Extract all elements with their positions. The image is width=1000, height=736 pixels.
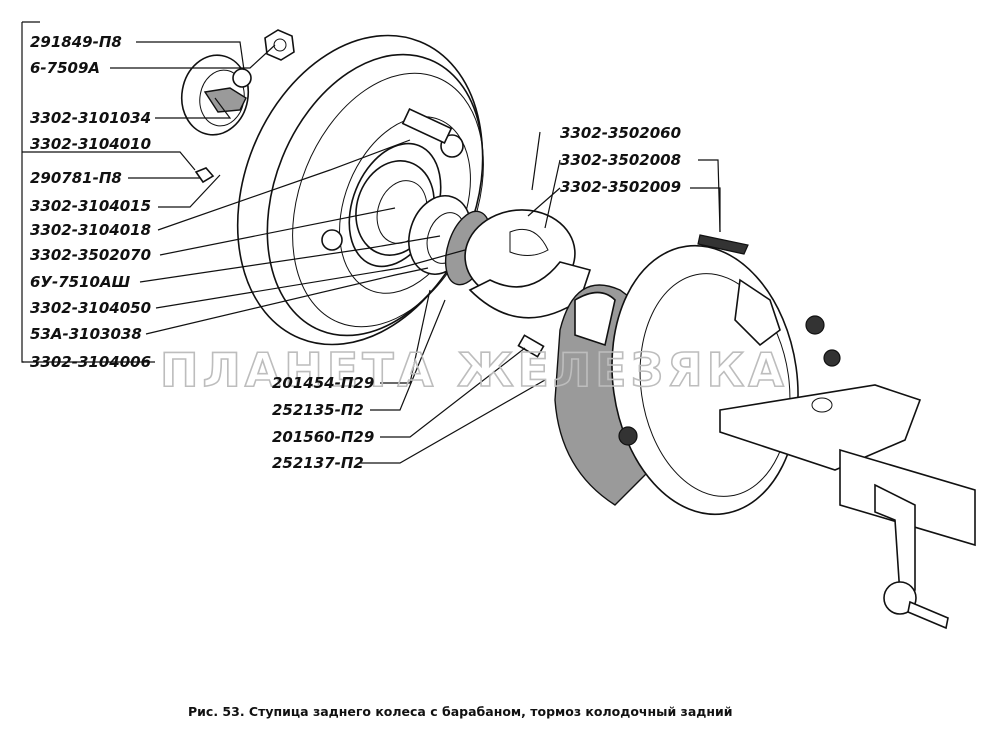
label-3302-3101034: 3302-3101034: [30, 109, 151, 127]
label-252135: 252135-П2: [272, 401, 364, 419]
brake-backing-plate: [554, 234, 841, 516]
label-290781: 290781-П8: [30, 169, 122, 187]
label-6-7509: 6-7509А: [30, 59, 100, 77]
label-6u-7510: 6У-7510АШ: [30, 273, 131, 291]
label-201560: 201560-П29: [272, 428, 374, 446]
label-3302-3502070: 3302-3502070: [30, 246, 151, 264]
label-3302-3104018: 3302-3104018: [30, 221, 151, 239]
label-252137: 252137-П2: [272, 454, 364, 472]
label-3302-3502009: 3302-3502009: [560, 178, 681, 196]
label-3302-3104010: 3302-3104010: [30, 135, 151, 153]
label-53a-3103038: 53А-3103038: [30, 325, 142, 343]
bottom-labels: 201454-П29 252135-П2 201560-П29 252137-П…: [272, 374, 374, 472]
label-291849: 291849-П8: [30, 33, 122, 51]
leader-lines: [21, 21, 721, 464]
watermark-text: ПЛАНЕТА ЖЕЛЕЗЯКА: [160, 343, 788, 397]
label-3302-3502008: 3302-3502008: [560, 151, 681, 169]
axle-housing: [719, 384, 976, 630]
brake-shoe-assembly: [464, 209, 592, 358]
label-3302-3104050: 3302-3104050: [30, 299, 151, 317]
label-201454: 201454-П29: [272, 374, 374, 392]
wheel-hub: [180, 29, 295, 184]
brake-drum: [236, 34, 484, 346]
label-3302-3104006: 3302-3104006: [30, 353, 151, 371]
label-3302-3502060: 3302-3502060: [560, 124, 681, 142]
left-labels: 291849-П8 6-7509А 3302-3101034 3302-3104…: [30, 33, 151, 371]
right-labels: 3302-3502060 3302-3502008 3302-3502009: [560, 124, 681, 196]
figure-caption: Рис. 53. Ступица заднего колеса с бараба…: [188, 704, 733, 719]
label-3302-3104015: 3302-3104015: [30, 197, 151, 215]
